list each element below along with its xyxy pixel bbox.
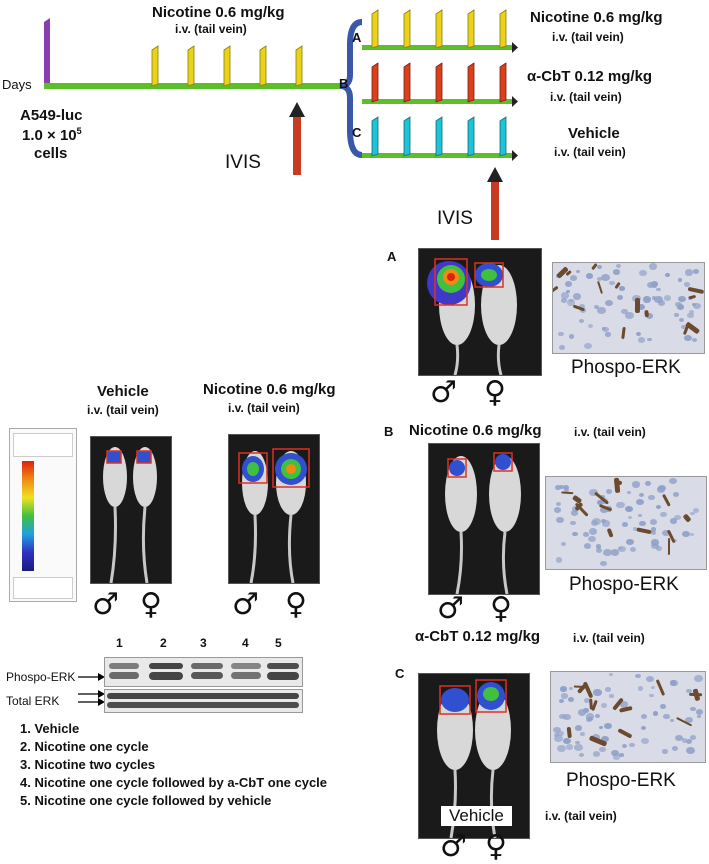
panel-c-female: ♀ xyxy=(485,829,507,864)
ivis-arrow-2 xyxy=(487,167,503,240)
group-b-drug: α-CbT 0.12 mg/kg xyxy=(527,68,653,85)
group-a-route: i.v. (tail vein) xyxy=(552,30,624,44)
phospho-erk-blot xyxy=(104,657,303,687)
phospho-erk-label: Phospo-ERK xyxy=(6,670,76,684)
ivis-arrow-1 xyxy=(289,102,305,175)
lane-5: 5 xyxy=(275,636,282,650)
legend-item: 2. Nicotine one cycle xyxy=(20,739,149,754)
group-a-letter: A xyxy=(352,30,362,45)
ivis-label-1: IVIS xyxy=(225,152,261,173)
panel-a-letter: A xyxy=(387,249,397,264)
panel-b-male: ♂ xyxy=(437,591,464,626)
group-b-letter: B xyxy=(339,76,349,91)
nicotine-route: i.v. (tail vein) xyxy=(228,401,300,415)
total-erk-blot xyxy=(104,689,303,713)
panel-b-mouse-image xyxy=(428,443,540,595)
group-c-drug: Vehicle xyxy=(568,125,620,142)
group-c-route: i.v. (tail vein) xyxy=(554,145,626,159)
cells-label: cells xyxy=(34,145,68,162)
phase1-drug-label: Nicotine 0.6 mg/kg xyxy=(152,4,285,21)
legend-item: 3. Nicotine two cycles xyxy=(20,757,156,772)
panel-c-letter: C xyxy=(395,666,405,681)
days-label: Days xyxy=(2,77,32,92)
lane-legend: 1. Vehicle 2. Nicotine one cycle 3. Nico… xyxy=(20,719,327,810)
vehicle-male-symbol: ♂ xyxy=(92,587,119,622)
legend-item: 1. Vehicle xyxy=(20,721,80,736)
panel-a-mouse-image xyxy=(418,248,542,376)
cell-count-label: 1.0 × 105 xyxy=(22,126,82,144)
panel-b-route: i.v. (tail vein) xyxy=(574,425,646,439)
panel-b-tissue-image xyxy=(545,476,707,570)
color-scale xyxy=(9,428,77,602)
nicotine-mouse-image xyxy=(228,434,320,584)
phase1-injections xyxy=(151,45,303,87)
color-scale-bar xyxy=(22,461,34,571)
group-b-route: i.v. (tail vein) xyxy=(550,90,622,104)
ivis-label-2: IVIS xyxy=(437,208,473,229)
panel-b-female: ♀ xyxy=(490,591,512,626)
nicotine-female-symbol: ♀ xyxy=(285,587,307,622)
nicotine-title: Nicotine 0.6 mg/kg xyxy=(203,381,336,398)
panel-b-sub-drug: α-CbT 0.12 mg/kg xyxy=(415,628,541,645)
cell-line-label: A549-luc xyxy=(20,107,83,124)
panel-c-mouse-image xyxy=(418,673,530,839)
panel-a-male: ♂ xyxy=(430,375,457,410)
lane-4: 4 xyxy=(242,636,249,650)
legend-item: 4. Nicotine one cycle followed by a-CbT … xyxy=(20,775,328,790)
panel-b-letter: B xyxy=(384,424,394,439)
panel-c-stain-label: Phospo-ERK xyxy=(566,770,676,791)
panel-b-sub-route: i.v. (tail vein) xyxy=(573,631,645,645)
lane-1: 1 xyxy=(116,636,123,650)
lane-2: 2 xyxy=(160,636,167,650)
total-erk-label: Total ERK xyxy=(6,694,60,708)
panel-c-tissue-image xyxy=(550,671,706,763)
group-brace xyxy=(339,19,363,158)
nicotine-male-symbol: ♂ xyxy=(232,587,259,622)
panel-c-route: i.v. (tail vein) xyxy=(545,809,617,823)
panel-a-tissue-image xyxy=(552,262,705,354)
blot-arrows xyxy=(78,673,105,706)
start-marker xyxy=(44,18,50,88)
vehicle-route: i.v. (tail vein) xyxy=(87,403,159,417)
vehicle-female-symbol: ♀ xyxy=(140,587,162,622)
panel-c-male: ♂ xyxy=(440,829,467,864)
vehicle-mouse-image xyxy=(90,436,172,584)
panel-b-stain-label: Phospo-ERK xyxy=(569,574,679,595)
legend-item: 5. Nicotine one cycle followed by vehicl… xyxy=(20,793,272,808)
panel-b-drug: Nicotine 0.6 mg/kg xyxy=(409,422,542,439)
vehicle-title: Vehicle xyxy=(97,383,149,400)
treatment-timeline xyxy=(44,9,518,240)
lane-3: 3 xyxy=(200,636,207,650)
panel-a-stain-label: Phospo-ERK xyxy=(571,357,681,378)
group-a-drug: Nicotine 0.6 mg/kg xyxy=(530,9,663,26)
group-c-letter: C xyxy=(352,125,362,140)
phase1-route-label: i.v. (tail vein) xyxy=(175,22,247,36)
panel-c-vehicle-label: Vehicle xyxy=(441,806,512,826)
panel-a-female: ♀ xyxy=(484,375,506,410)
main-axis xyxy=(44,83,344,89)
